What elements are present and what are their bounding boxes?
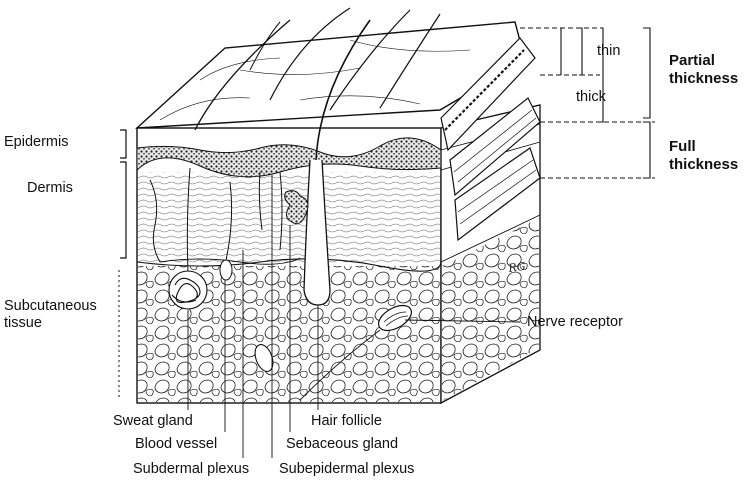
layer-brackets (120, 130, 126, 258)
label-thick: thick (576, 89, 606, 106)
label-sweat-gland: Sweat gland (113, 413, 193, 430)
skin-block (119, 8, 540, 403)
label-epidermis: Epidermis (4, 134, 68, 151)
label-nerve-receptor: Nerve receptor (527, 314, 623, 331)
label-subepidermal-plexus: Subepidermal plexus (279, 461, 414, 478)
label-sebaceous-gland: Sebaceous gland (286, 436, 398, 453)
label-partial-thickness: Partial thickness (669, 52, 738, 88)
label-dermis: Dermis (27, 180, 73, 197)
label-full-thickness: Full thickness (669, 138, 738, 174)
label-subdermal-plexus: Subdermal plexus (133, 461, 249, 478)
label-thin: thin (597, 43, 620, 60)
artist-signature: RG (507, 260, 527, 275)
label-subcutaneous-tissue: Subcutaneous tissue (4, 298, 97, 332)
label-hair-follicle: Hair follicle (311, 413, 382, 430)
blood-vessel-shape (220, 260, 232, 280)
label-blood-vessel: Blood vessel (135, 436, 217, 453)
